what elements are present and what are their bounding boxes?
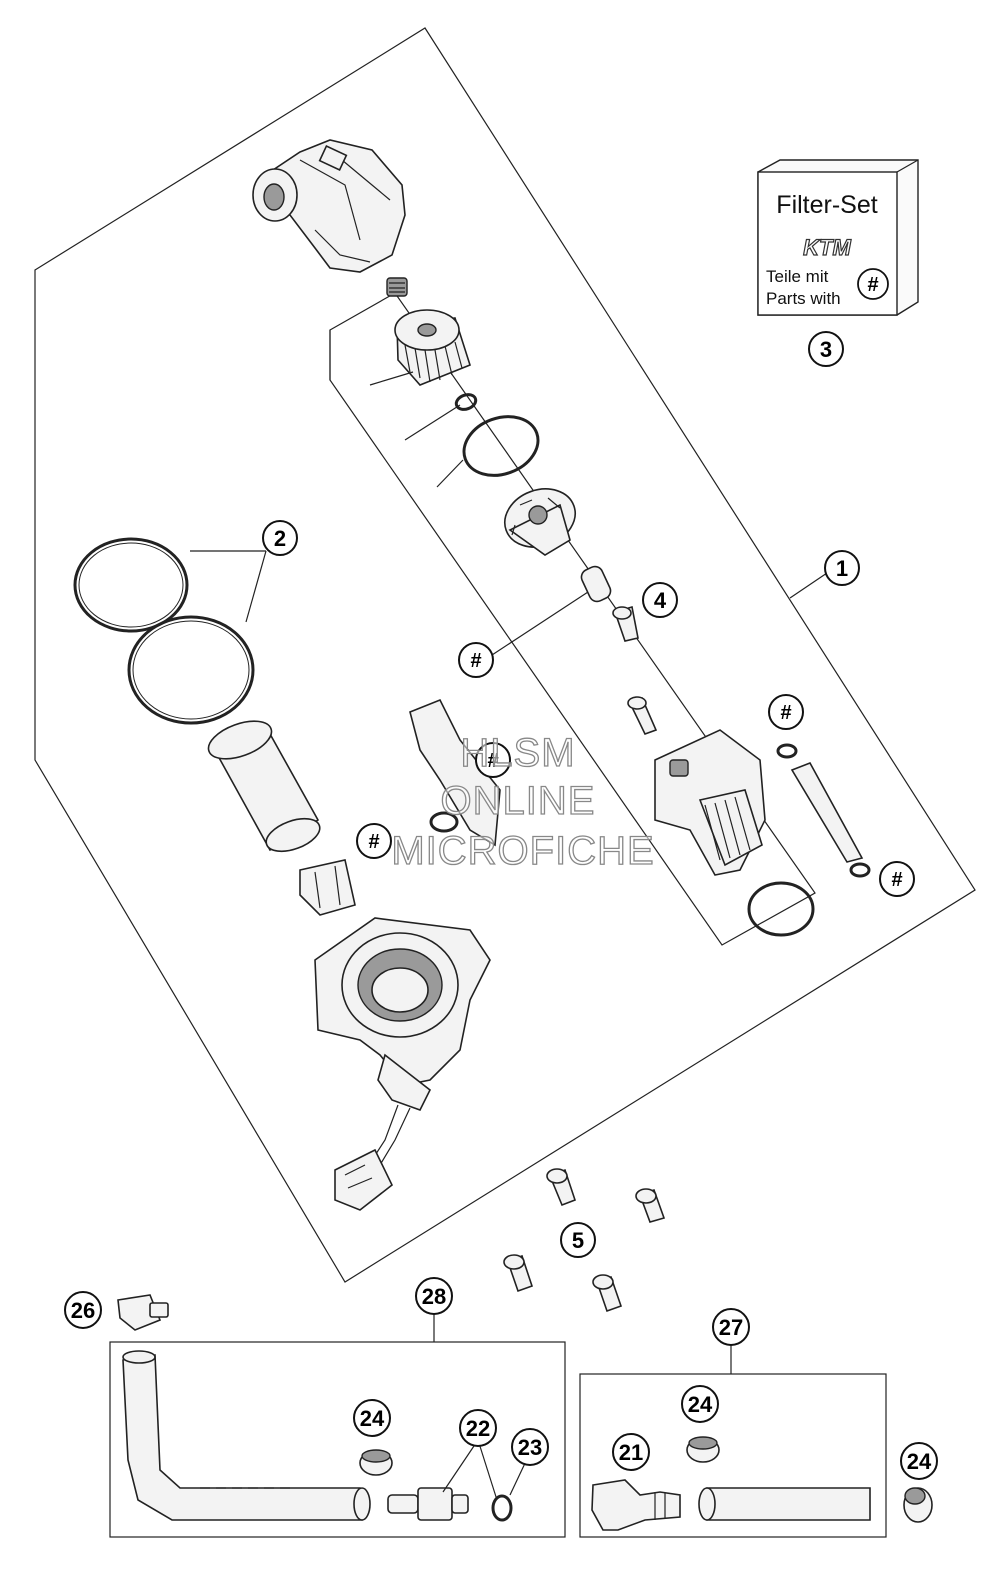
watermark-line3: MICROFICHE [391, 829, 654, 873]
hash-badge-3: # [475, 742, 511, 778]
callout-2-label: 2 [274, 526, 286, 551]
callout-27: 27 [712, 1308, 750, 1346]
callout-22: 22 [459, 1409, 497, 1447]
callout-27-label: 27 [719, 1315, 743, 1340]
hose-clamp-24-mid [686, 1436, 720, 1463]
callout-28-label: 28 [422, 1284, 446, 1309]
small-o-ring [454, 393, 478, 411]
tank-o-ring-lower-inner [132, 620, 250, 720]
hash-badge-5-label: # [891, 869, 902, 891]
hose-clamp-24-right [903, 1487, 933, 1523]
callout-24-mid-label: 24 [688, 1392, 713, 1417]
callout-24-right-label: 24 [907, 1449, 932, 1474]
tank-o-ring-upper [73, 537, 189, 633]
pump-screw-top [627, 696, 658, 735]
fuel-line-pipe [790, 761, 864, 863]
tank-sleeve [207, 720, 321, 853]
motor-o-ring [747, 881, 815, 937]
leader-lines [190, 330, 828, 1501]
callout-3: 3 [808, 331, 844, 367]
callout-23-label: 23 [518, 1435, 542, 1460]
level-sensor-bracket [409, 698, 501, 847]
ktm-logo: KTM [803, 235, 851, 260]
callout-2: 2 [262, 520, 298, 556]
pressure-regulator [504, 488, 576, 556]
kit-27-box [579, 1373, 887, 1538]
callout-21-label: 21 [619, 1440, 643, 1465]
large-o-ring [462, 415, 540, 477]
callout-22-label: 22 [466, 1416, 490, 1441]
hose-clamp-24-left [359, 1449, 393, 1476]
screw-4 [612, 605, 639, 642]
pump-flange [314, 917, 491, 1166]
retaining-clip [299, 859, 356, 916]
flange-screw-4 [592, 1274, 623, 1313]
callout-24-left: 24 [353, 1399, 391, 1437]
quick-connector-21 [591, 1479, 681, 1531]
wiring-connector [334, 1148, 394, 1211]
hash-badge-4-label: # [368, 831, 379, 853]
callout-23: 23 [511, 1428, 549, 1466]
hash-badge-3-label: # [487, 750, 498, 772]
callout-24-left-label: 24 [360, 1406, 385, 1431]
tank-o-ring-upper-inner [78, 542, 184, 628]
callout-4: 4 [642, 582, 678, 618]
callout-5: 5 [560, 1222, 596, 1258]
assembly-outline [34, 27, 976, 1283]
filter-set-hash: # [867, 274, 878, 296]
callout-21: 21 [612, 1433, 650, 1471]
callout-4-label: 4 [654, 588, 667, 613]
filter-sleeve [580, 565, 612, 603]
callout-1: 1 [824, 550, 860, 586]
fuel-hose-straight [698, 1487, 871, 1521]
hash-badge-5: # [879, 861, 915, 897]
filter-set-title: Filter-Set [776, 191, 877, 219]
quick-coupler-22 [387, 1487, 469, 1521]
filter-set-hash-badge [857, 268, 889, 300]
pipe-o-ring-top [776, 743, 798, 759]
flange-screw-2 [635, 1188, 666, 1223]
fuel-hose-elbow [122, 1350, 371, 1521]
callout-3-label: 3 [820, 337, 832, 362]
callout-24-mid: 24 [681, 1385, 719, 1423]
filter-set-line2: Parts with [766, 289, 841, 308]
filter-set-line1: Teile mit [766, 267, 829, 286]
flange-screw-1 [546, 1168, 577, 1207]
callout-5-label: 5 [572, 1228, 584, 1253]
fuel-filter [394, 309, 471, 386]
watermark-line1: HLSM [460, 731, 575, 775]
callout-26-label: 26 [71, 1298, 95, 1323]
hash-badge-1: # [458, 642, 494, 678]
hash-badge-2-label: # [780, 702, 791, 724]
watermark-line2: ONLINE [441, 779, 596, 823]
hash-badge-4: # [356, 823, 392, 859]
pump-head [252, 139, 406, 273]
pipe-o-ring-bottom [849, 862, 871, 878]
o-ring-23 [491, 1494, 513, 1522]
flange-screw-3 [503, 1254, 534, 1293]
callout-1-label: 1 [836, 556, 848, 581]
hash-badge-2: # [768, 694, 804, 730]
hash-badge-1-label: # [470, 650, 481, 672]
tank-o-ring-lower [127, 615, 255, 725]
fuel-pump-motor [654, 729, 766, 876]
hose-clip-26 [117, 1294, 169, 1331]
callout-24-right: 24 [900, 1442, 938, 1480]
pump-spring [386, 277, 408, 297]
kit-28-box [109, 1341, 566, 1538]
callout-26: 26 [64, 1291, 102, 1329]
callout-28: 28 [415, 1277, 453, 1315]
